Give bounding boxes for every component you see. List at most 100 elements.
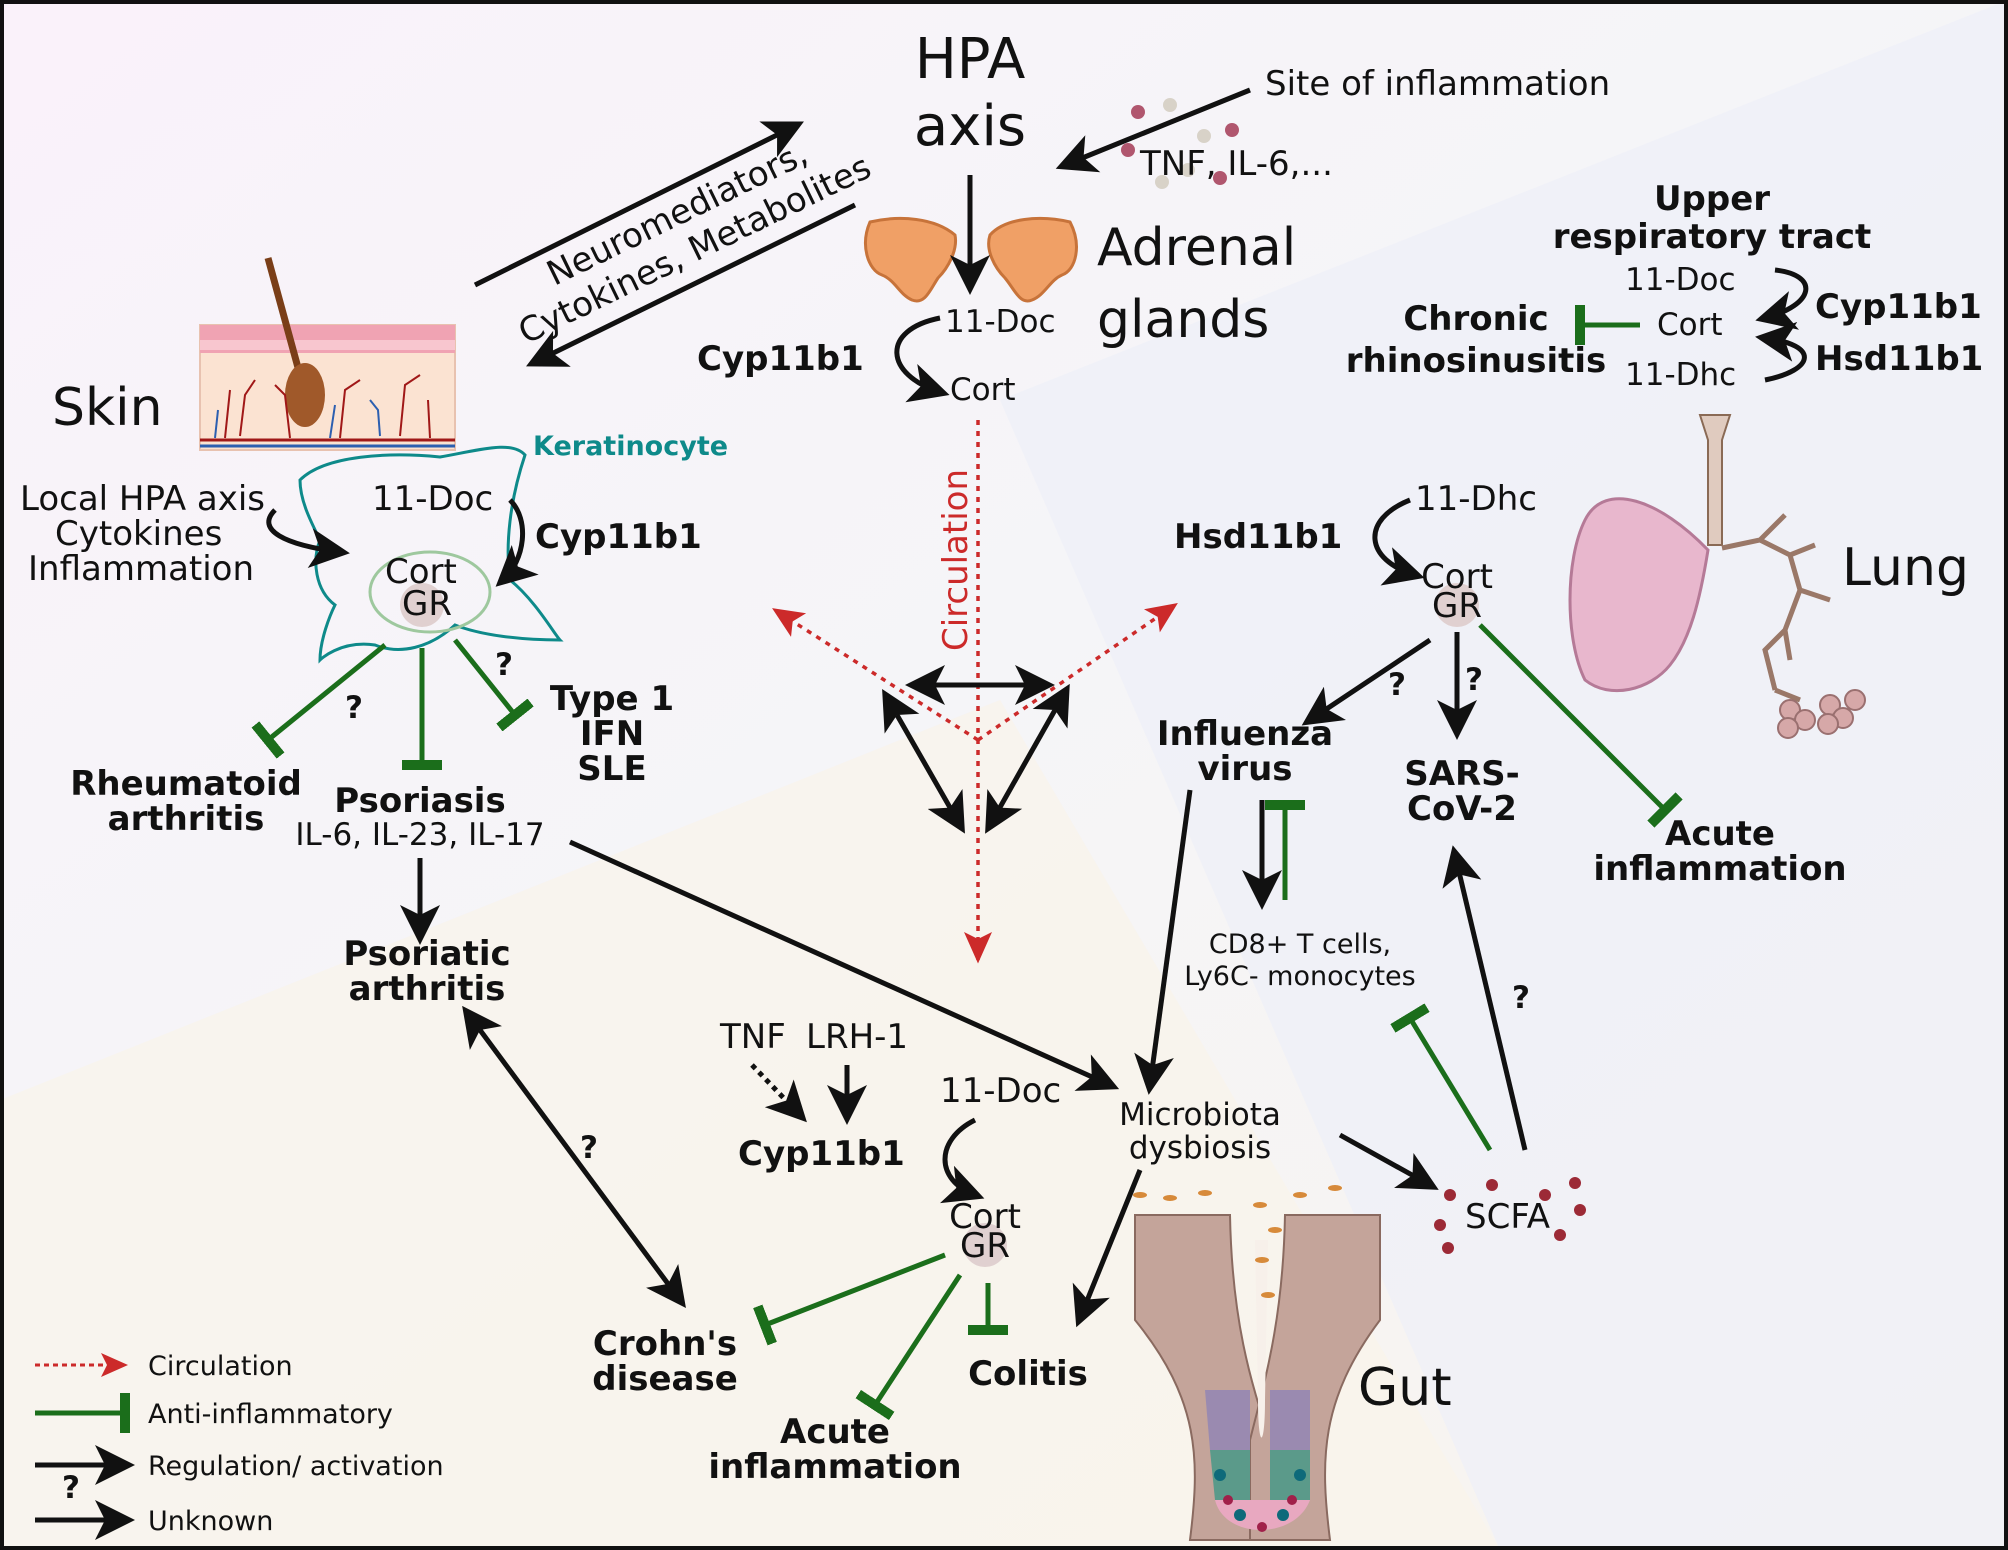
site-of-inflammation: Site of inflammation [1265,64,1610,104]
skin-enzyme: Cyp11b1 [535,517,702,557]
psoriasis-to-microbiota-arrow [568,839,1120,1091]
upper-resp-line2: respiratory tract [1553,217,1872,257]
gut-gr-receptor [963,1223,1007,1267]
skin-label: Skin [52,378,163,438]
hpa-title-line2: axis [914,94,1026,159]
cd8-line1: CD8+ T cells, [1209,929,1391,960]
influenza-line1: Influenza [1157,714,1333,754]
gut-cort: Cort [949,1197,1021,1237]
colitis-label: Colitis [968,1354,1088,1394]
adrenal-11doc: 11-Doc [945,304,1056,340]
microbiota-to-colitis-arrow [1072,1169,1143,1328]
circulation-label: Circulation [936,469,976,651]
keratinocyte-label: Keratinocyte [533,431,728,462]
qmark-influenza: ? [1388,667,1406,703]
crohns-line2: disease [592,1359,738,1399]
cd8-line2: Ly6C- monocytes [1184,961,1415,992]
adrenal-gland-right-icon [987,217,1078,303]
microbiota-line1: Microbiota [1119,1097,1281,1133]
skin-local3: Inflammation [28,549,254,589]
legend-regulation-label: Regulation/ activation [148,1451,444,1482]
legend: Circulation Anti-inflammatory Regulation… [35,1351,444,1540]
ra-line2: arthritis [108,799,265,839]
lung-illustration-icon [1568,414,1866,739]
upper-resp-11dhc: 11-Dhc [1625,357,1736,393]
sars-line1: SARS- [1404,754,1520,794]
lung-enzyme: Hsd11b1 [1174,517,1342,557]
keratinocyte-cell-icon [298,445,564,664]
skin-local2: Cytokines [55,514,222,554]
skin-to-hpa-arrow [473,121,804,288]
rhinosinusitis-line2: rhinosinusitis [1346,341,1607,381]
qmark-pa-crohns: ? [580,1130,598,1166]
gr-inhibits-acute-lung [1478,623,1683,828]
qmark-sars: ? [1465,662,1483,698]
gr-to-influenza-arrow [1301,637,1432,726]
lung-label: Lung [1842,538,1969,598]
skin-illustration-icon [199,257,456,451]
legend-anti-label: Anti-inflammatory [148,1399,393,1430]
qmark-ra: ? [345,690,363,726]
adrenal-label-line1: Adrenal [1097,218,1296,278]
gut-region [0,700,1500,1550]
upper-resp-doc-to-cort-arrow [1755,267,1809,330]
influenza-to-microbiota-arrow [1134,789,1193,1095]
psoriatic-line1: Psoriatic [343,934,510,974]
psoriatic-line2: arthritis [349,969,506,1009]
gr-inhibits-acute-gut [855,1273,963,1421]
type1-line3: SLE [577,749,646,789]
hpa-to-skin-arrow [526,202,857,367]
ra-line1: Rheumatoid [70,764,302,804]
psoriasis-title: Psoriasis [334,781,505,821]
lung-cort: Cort [1421,557,1493,597]
inflammation-to-hpa-arrow [1055,87,1251,173]
scfa-dots [1434,1177,1586,1254]
lung-region [1000,0,2008,1550]
local-to-cort-arrow [266,508,350,569]
adrenal-enzyme: Cyp11b1 [697,339,864,379]
tnf-il6-label: TNF, IL-6,... [1139,144,1333,184]
skin-conversion-arrow [495,498,539,587]
legend-unknown-label: Unknown [148,1506,273,1537]
adrenal-cort: Cort [950,372,1016,408]
crosstalk-left-arrow [882,688,965,834]
acute-gut-line1: Acute [780,1412,890,1452]
microbiota-line2: dysbiosis [1129,1130,1271,1166]
adrenal-label-line2: glands [1097,290,1269,350]
psoriasis-cytokines: IL-6, IL-23, IL-17 [295,817,544,853]
gut-gr: GR [960,1226,1010,1266]
circulation-right-line [977,603,1178,742]
acute-lung-line1: Acute [1665,814,1775,854]
upper-resp-cyp11b1: Cyp11b1 [1815,287,1982,327]
upper-resp-line1: Upper [1654,179,1770,219]
cytokine-dots [1121,98,1239,189]
legend-circulation-label: Circulation [148,1351,293,1382]
sars-line2: CoV-2 [1407,789,1517,829]
hpa-title-line1: HPA [915,27,1026,92]
pa-crohns-arrow [462,1005,686,1309]
qmark-ifn: ? [495,647,513,683]
gut-label: Gut [1358,1358,1452,1418]
gr-inhibits-crohns [753,1252,946,1346]
skin-11doc: 11-Doc [372,479,493,519]
skin-gr: GR [402,584,452,624]
skin-inhibits-ra [251,643,387,759]
acute-lung-line2: inflammation [1593,849,1846,889]
skin-inhibits-ifn [453,638,534,732]
scfa-to-sars-arrow [1442,845,1528,1151]
skin-local1: Local HPA axis [20,479,265,519]
legend-unknown-qmark: ? [62,1470,80,1506]
gut-tnf: TNF [719,1017,786,1057]
gut-lrh1: LRH-1 [806,1017,908,1057]
circulation-left-line [772,608,979,742]
gut-enzyme: Cyp11b1 [738,1134,905,1174]
rhinosinusitis-line1: Chronic [1403,299,1548,339]
scfa-label: SCFA [1465,1197,1550,1237]
influenza-line2: virus [1197,749,1292,789]
crohns-line1: Crohn's [593,1324,737,1364]
adrenal-gland-left-icon [864,217,958,303]
lung-gr: GR [1432,586,1482,626]
type1-line2: IFN [580,714,644,754]
